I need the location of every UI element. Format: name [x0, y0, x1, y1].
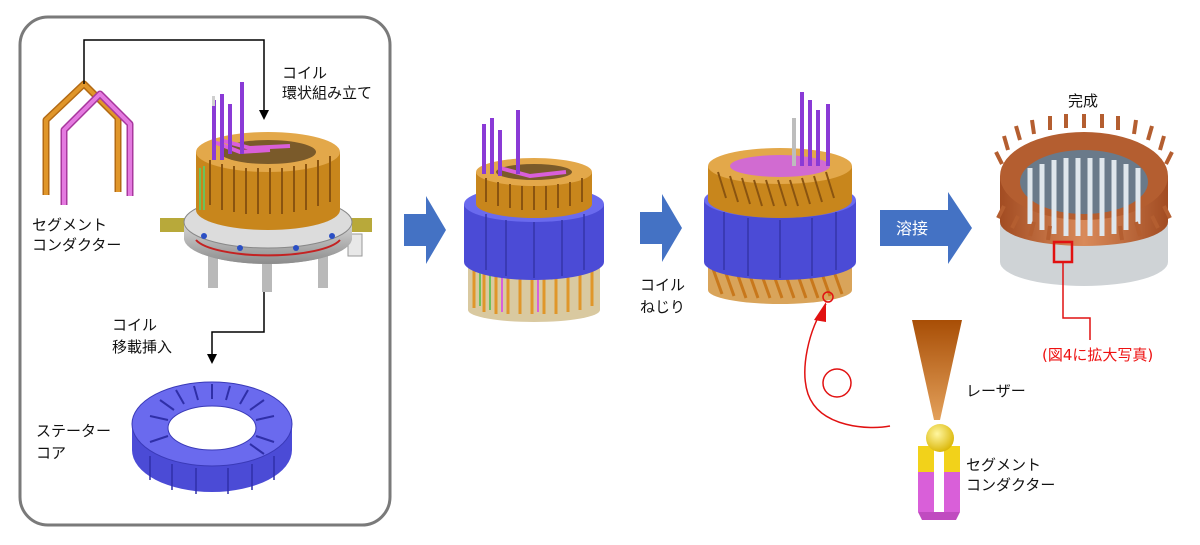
label-complete: 完成	[1068, 92, 1098, 110]
label-segment-conductor-2-line1: セグメント	[966, 456, 1041, 474]
label-segment-conductor-2-line2: コンダクター	[966, 476, 1055, 494]
enlarged-photo-callout	[1062, 262, 1091, 340]
flow-arrow-welding	[880, 192, 972, 264]
stator-core	[131, 381, 293, 494]
segment-conductor-hairpin	[42, 80, 134, 205]
label-coil-transfer-insert-line1: コイル	[112, 316, 157, 334]
label-stator-core-line2: コア	[36, 444, 66, 462]
label-coil-ring-assembly-line1: コイル	[282, 64, 327, 82]
label-enlarged-photo: (図4に拡大写真)	[1042, 346, 1153, 364]
label-segment-conductor-line2: コンダクター	[32, 236, 121, 254]
label-coil-transfer-insert-line2: 移載挿入	[112, 338, 172, 356]
completed-stator	[994, 114, 1174, 286]
laser-weld-detail	[804, 302, 962, 520]
stator-with-inserted-coil	[464, 110, 604, 322]
connector-hairpin-to-assembly	[83, 39, 269, 120]
flow-arrow-1	[404, 196, 446, 264]
label-segment-conductor-line1: セグメント	[32, 216, 107, 234]
label-coil-twist-line1: コイル	[640, 276, 685, 294]
coil-ring-assembly-jig	[160, 82, 372, 292]
flow-arrow-2	[640, 194, 682, 262]
label-coil-twist-line2: ねじり	[640, 298, 685, 316]
assembly-group-frame	[18, 15, 392, 527]
label-laser: レーザー	[966, 382, 1026, 400]
connector-assembly-to-stator	[207, 292, 265, 364]
label-coil-ring-assembly-line2: 環状組み立て	[282, 84, 372, 102]
label-welding: 溶接	[896, 219, 928, 238]
label-stator-core-line1: ステーター	[36, 422, 111, 440]
stator-with-twisted-coil	[704, 92, 856, 304]
